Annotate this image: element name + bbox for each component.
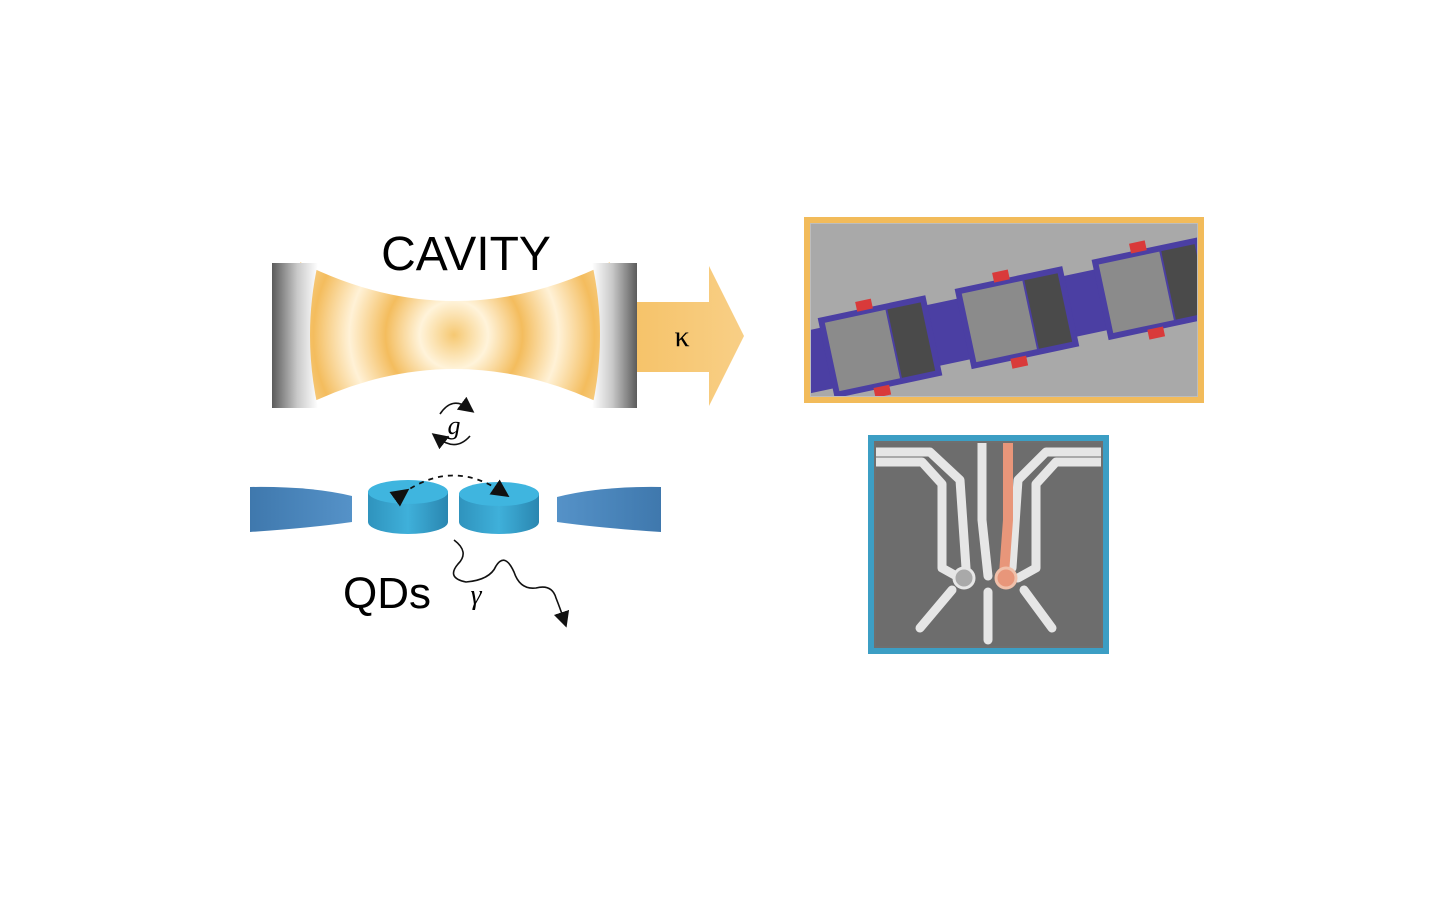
resonator-cell-1 <box>817 295 943 396</box>
decay-label: γ <box>470 580 482 611</box>
left-gate <box>250 486 352 532</box>
gate-plunger-highlight <box>999 443 1013 579</box>
gate-right-outer <box>1013 457 1101 583</box>
right-gate <box>557 486 661 532</box>
dot-electrode-right <box>994 566 1018 590</box>
coupling-symbol: g <box>431 396 475 450</box>
left-mirror <box>272 263 318 408</box>
sem-image-resonators <box>804 217 1204 403</box>
cavity-field <box>300 262 610 408</box>
sem-image-gates <box>868 435 1109 654</box>
coupling-arrow-top-icon <box>439 396 475 415</box>
output-arrow <box>637 266 744 406</box>
cavity-label: CAVITY <box>381 228 551 281</box>
resonator-cell-3 <box>1091 236 1197 341</box>
gate-center-left <box>977 443 993 581</box>
left-dot <box>368 480 448 534</box>
quantum-dots-group: QDs γ <box>250 474 661 628</box>
qds-label: QDs <box>343 569 431 618</box>
gate-bottom-left <box>915 585 957 633</box>
gate-right-inner <box>1007 447 1101 573</box>
coupling-arrow-bottom-icon <box>431 433 471 450</box>
resonator-cell-2 <box>954 266 1080 370</box>
tunnel-coupling-arrow-icon <box>389 474 510 507</box>
cavity-group: CAVITY κ <box>272 228 744 408</box>
gate-bottom-right <box>1019 585 1057 633</box>
right-mirror <box>592 263 637 408</box>
gate-left-outer <box>876 457 965 583</box>
kappa-label: κ <box>674 320 689 353</box>
coupling-label: g <box>448 411 461 440</box>
dot-electrode-left <box>952 566 976 590</box>
gate-left-inner <box>876 447 971 573</box>
decay-wave-icon <box>452 539 570 628</box>
